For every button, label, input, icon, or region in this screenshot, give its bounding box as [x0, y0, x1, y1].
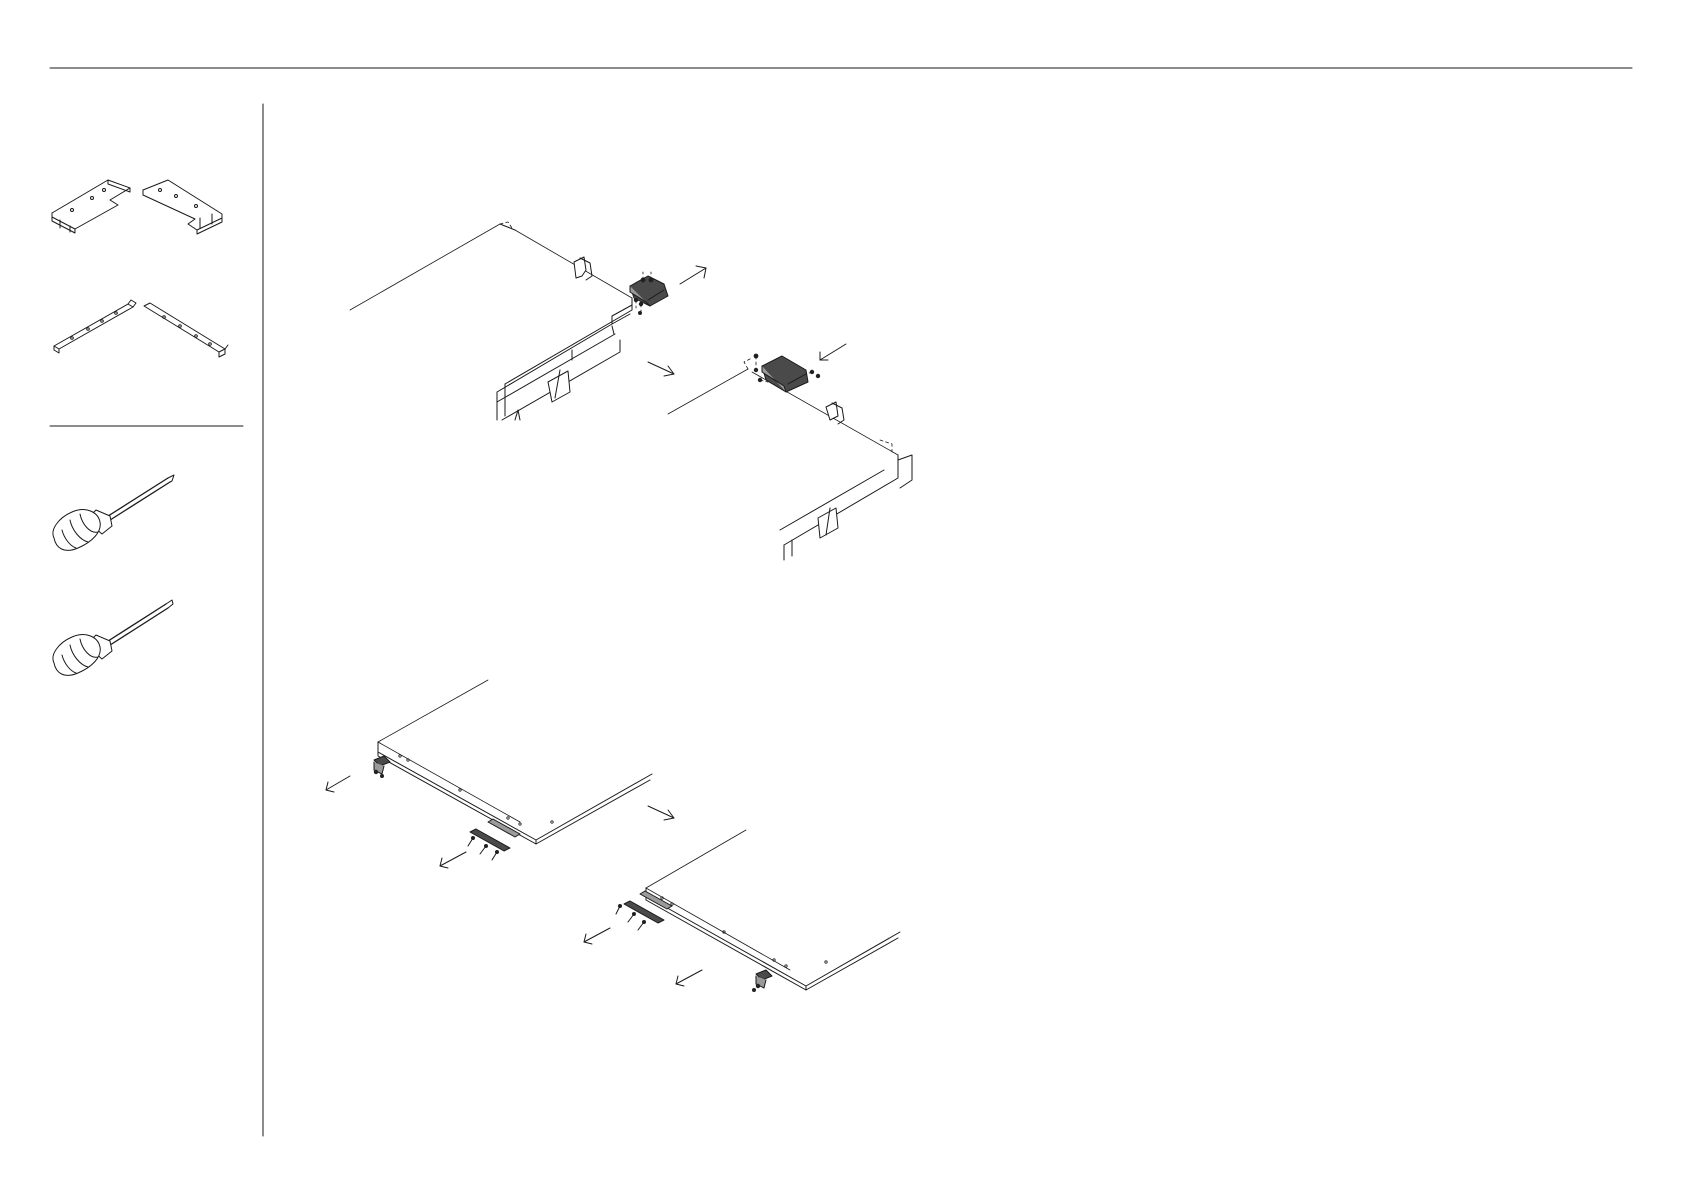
step1-bracket-b — [754, 354, 821, 392]
corner-bracket-right-icon — [143, 180, 222, 234]
step2-clip-a — [374, 756, 390, 778]
flat-rail-right-icon — [144, 303, 228, 357]
step2-panel-b — [646, 830, 900, 990]
corner-bracket-left-icon — [52, 180, 130, 233]
step1-panel-a — [350, 222, 632, 420]
step2-arrow-left-d-icon — [676, 970, 702, 986]
step1-arrow-out-icon — [680, 266, 706, 284]
step2-arrow-left-c-icon — [584, 928, 610, 944]
phillips-screwdriver-icon — [53, 475, 174, 550]
step1-bracket-a — [630, 272, 668, 315]
step2-clip-b — [752, 970, 772, 992]
step1-arrow-down-right-icon — [648, 362, 674, 376]
step2-rails-b — [616, 891, 672, 930]
step2-panel-a — [378, 680, 652, 844]
flat-rail-left-icon — [54, 300, 136, 353]
step2-arrow-left-b-icon — [440, 852, 466, 868]
step2-arrow-down-right-icon — [648, 806, 674, 820]
step2-arrow-left-a-icon — [326, 776, 350, 792]
step1-arrow-in-icon — [820, 344, 846, 360]
step2-rails-a — [468, 819, 520, 860]
flat-screwdriver-icon — [53, 600, 173, 675]
